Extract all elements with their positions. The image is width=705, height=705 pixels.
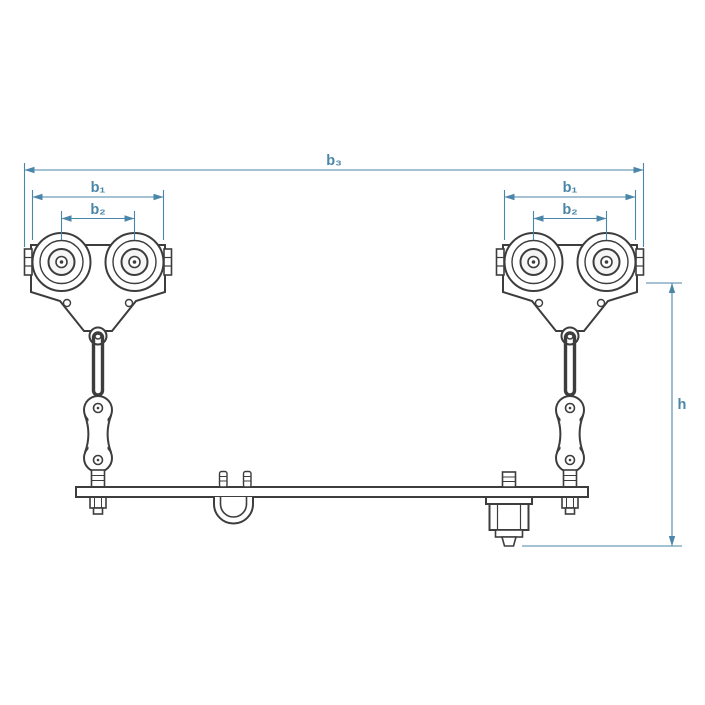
dimension-b2-right: b₂ (532, 202, 608, 240)
dimension-b1-left: b₁ (31, 180, 165, 240)
dimension-b2-left: b₂ (60, 202, 136, 240)
dimension-label-b2-left: b₂ (90, 202, 105, 218)
dimension-label-b1-right: b₁ (563, 180, 578, 196)
dimension-h: h (522, 282, 687, 547)
left-trolley (25, 233, 172, 345)
dimension-label-b2-right: b₂ (562, 202, 577, 218)
support-bar (75, 486, 589, 498)
dimension-label-b1-left: b₁ (91, 180, 106, 196)
center-clamp-shackle (213, 470, 254, 525)
dimension-b1-right: b₁ (503, 180, 637, 240)
dimension-label-h: h (678, 397, 687, 413)
right-trolley (497, 233, 644, 345)
dimension-b3: b₃ (23, 153, 645, 247)
dimension-label-b3: b₃ (326, 153, 342, 169)
cable-clamp-block (485, 471, 533, 547)
